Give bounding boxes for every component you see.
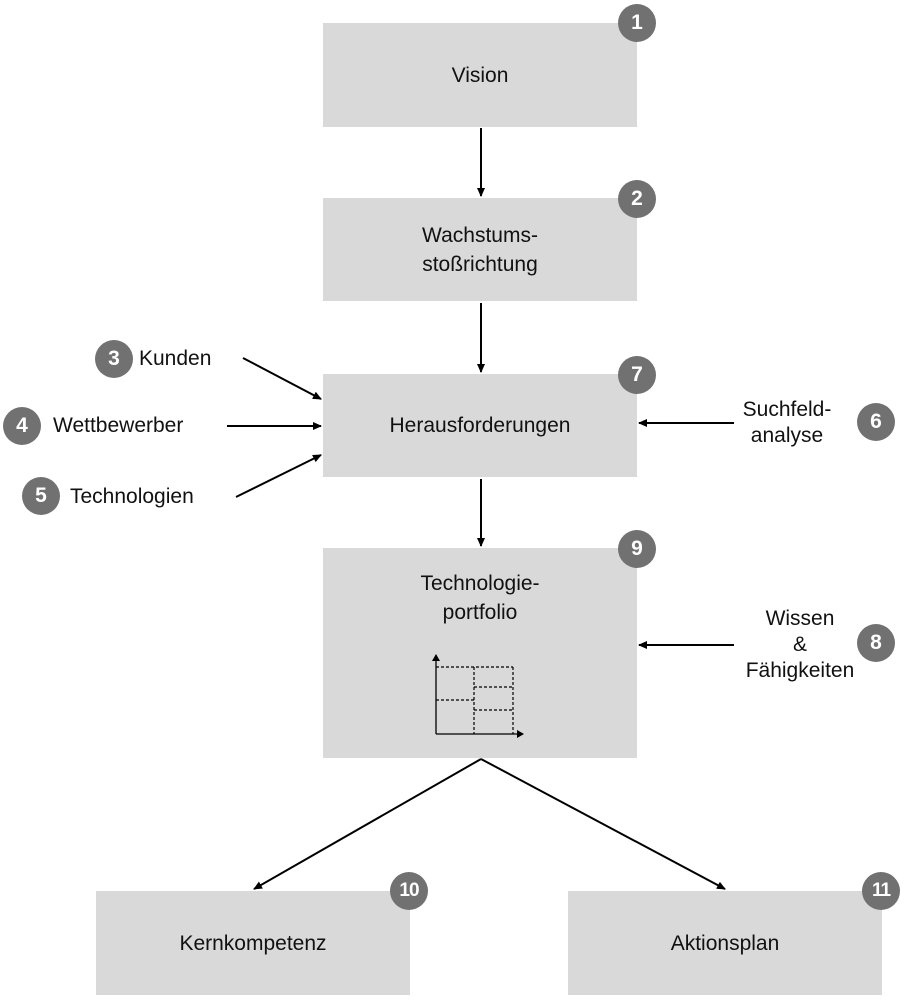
- herausforderungen-label: Herausforderungen: [389, 414, 571, 437]
- aktionsplan-label: Aktionsplan: [670, 931, 780, 955]
- kernkompetenz-label: Kernkompetenz: [179, 931, 327, 955]
- kunden-label: Kunden: [139, 347, 212, 370]
- wachstumsstossrichtung-label: Wachstums- stoßrichtung: [422, 223, 538, 276]
- matrix-grid: [436, 666, 514, 734]
- wachstumsstossrichtung-box: Wachstums- stoßrichtung: [323, 198, 637, 301]
- vision-box: Vision: [323, 23, 637, 127]
- wettbewerber-label: Wettbewerber: [53, 414, 184, 437]
- kernkompetenz-box: Kernkompetenz: [96, 891, 410, 995]
- step-badge-10: 10: [390, 872, 428, 910]
- step-badge-8: 8: [857, 624, 895, 662]
- technologieportfolio-label: Technologie- portfolio: [420, 572, 540, 624]
- step-badge-6: 6: [857, 403, 895, 441]
- step-badge-4: 4: [3, 407, 41, 445]
- step-badge-2: 2: [618, 180, 656, 218]
- technologieportfolio-box: Technologie- portfolio: [323, 548, 637, 758]
- step-badge-9: 9: [618, 530, 656, 568]
- aktionsplan-box: Aktionsplan: [568, 891, 882, 995]
- step-badge-7: 7: [618, 356, 656, 394]
- arrow-technologien-to-heraus: [235, 454, 322, 498]
- arrow-portfolio-to-aktion: [480, 758, 726, 890]
- suchfeldanalyse-label: Suchfeld- analyse: [742, 398, 832, 447]
- wissen-faehigkeiten-label: Wissen & Fähigkeiten: [745, 607, 855, 682]
- technologien-label: Technologien: [70, 485, 194, 508]
- step-badge-1: 1: [618, 4, 656, 42]
- portfolio-matrix-icon: [432, 654, 524, 738]
- arrow-portfolio-to-kern: [253, 758, 482, 890]
- step-badge-3: 3: [95, 340, 133, 378]
- herausforderungen-box: Herausforderungen: [323, 374, 637, 477]
- step-badge-5: 5: [22, 477, 60, 515]
- arrow-kunden-to-heraus: [242, 357, 322, 400]
- vision-label: Vision: [451, 63, 509, 87]
- step-badge-11: 11: [862, 872, 900, 910]
